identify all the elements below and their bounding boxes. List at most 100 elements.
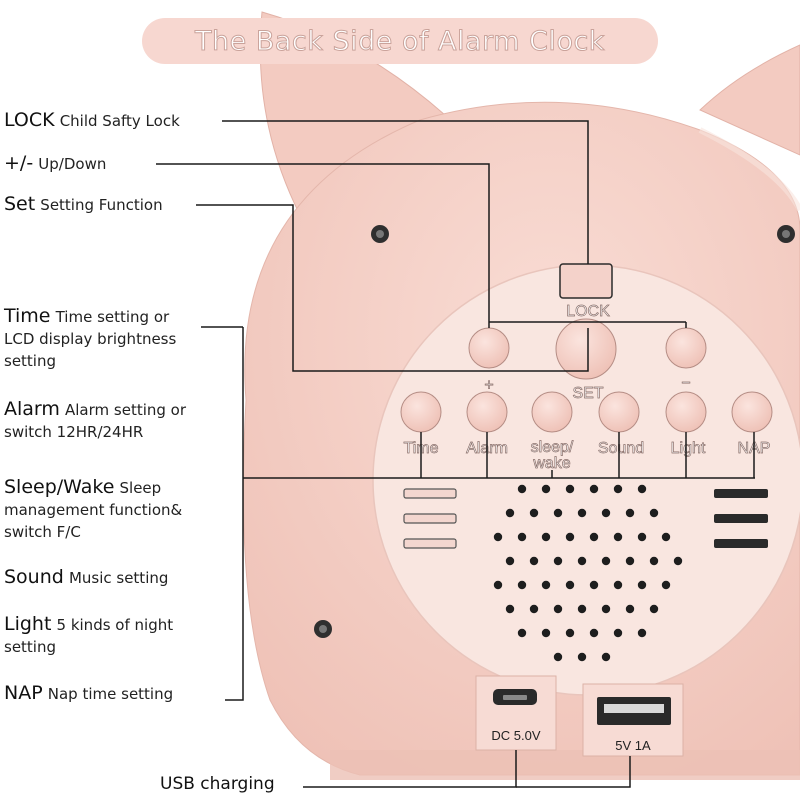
screw-icon [314,620,332,638]
sleep-label: sleep/ [531,439,574,456]
speaker-hole [565,628,575,638]
speaker-hole [565,580,575,590]
lock-label: LOCK [566,303,610,320]
sound-button[interactable] [598,391,640,433]
callout-key: Set [4,193,36,215]
callout-time: Time Time setting or LCD display brightn… [4,305,176,372]
screw-icon [371,225,389,243]
speaker-hole [517,628,527,638]
speaker-hole [601,508,611,518]
callout-desc: Nap time setting [47,685,174,703]
plus-label: + [484,377,493,394]
dc-port-panel [475,675,557,751]
callout-key: NAP [4,682,43,704]
speaker-hole [601,652,611,662]
callout-desc: Time setting or [55,308,170,326]
minus-label: − [681,375,690,392]
speaker-hole [625,556,635,566]
speaker-hole [673,556,683,566]
callout-lock: LOCK Child Safty Lock [4,109,180,132]
callout-alarm: Alarm Alarm setting or switch 12HR/24HR [4,398,186,443]
sound-label: Sound [598,440,644,457]
speaker-hole [529,556,539,566]
speaker-hole [529,604,539,614]
callout-desc: Child Safty Lock [59,112,180,130]
title-banner: The Back Side of Alarm Clock [142,18,658,64]
callout-desc: switch F/C [4,523,81,541]
speaker-hole [541,628,551,638]
speaker-hole [517,532,527,542]
speaker-hole [613,532,623,542]
speaker-hole [637,484,647,494]
speaker-hole [505,508,515,518]
speaker-hole [565,484,575,494]
wake-label: wake [532,455,570,472]
speaker-hole [553,652,563,662]
speaker-hole [553,508,563,518]
callout-desc: Music setting [68,569,169,587]
speaker-hole [613,628,623,638]
usb-port-label: 5V 1A [615,738,651,753]
callout-key: +/- [4,152,34,174]
callout-key: Alarm [4,398,60,420]
speaker-hole [661,532,671,542]
speaker-hole [601,604,611,614]
speaker-hole [565,532,575,542]
callout-desc: Setting Function [40,196,163,214]
callout-set: Set Setting Function [4,193,163,216]
light-button[interactable] [665,391,707,433]
callout-desc: Up/Down [38,155,107,173]
callout-key: Sound [4,566,64,588]
speaker-hole [493,532,503,542]
nap-button[interactable] [731,391,773,433]
speaker-hole [541,532,551,542]
left-vent [403,488,457,549]
callout-sound: Sound Music setting [4,566,168,589]
time-button[interactable] [400,391,442,433]
dc-port-label: DC 5.0V [491,728,540,743]
usb-charging-label: USB charging [160,774,275,794]
speaker-hole [613,484,623,494]
speaker-hole [637,532,647,542]
speaker-hole [577,556,587,566]
speaker-hole [637,580,647,590]
callout-nap: NAP Nap time setting [4,682,173,705]
speaker-hole [541,580,551,590]
callout-desc: setting [4,352,57,370]
alarm-button[interactable] [466,391,508,433]
set-button[interactable] [555,318,617,380]
speaker-hole [529,508,539,518]
set-label: SET [572,385,603,402]
sleep-wake-button[interactable] [531,391,573,433]
light-label: Light [671,440,706,457]
lock-switch[interactable] [559,263,613,299]
callout-sleep-wake: Sleep/Wake Sleep management function& sw… [4,476,182,543]
callout-desc: Sleep [119,479,162,497]
speaker-hole [505,556,515,566]
callout-light: Light 5 kinds of night setting [4,613,173,658]
callout-key: LOCK [4,109,55,131]
callout-desc: switch 12HR/24HR [4,423,144,441]
plus-button[interactable] [468,327,510,369]
speaker-grille [493,484,683,662]
right-vent [714,489,768,548]
speaker-hole [517,484,527,494]
base-foot [330,750,800,780]
speaker-hole [649,604,659,614]
speaker-hole [601,556,611,566]
speaker-hole [589,532,599,542]
speaker-hole [649,508,659,518]
right-ear [699,44,800,156]
callout-key: Time [4,305,51,327]
speaker-hole [517,580,527,590]
speaker-hole [637,628,647,638]
minus-button[interactable] [665,327,707,369]
callout-desc: setting [4,638,57,656]
screw-icon [777,225,795,243]
callout-desc: Alarm setting or [65,401,187,419]
speaker-hole [577,652,587,662]
callout-key: Sleep/Wake [4,476,115,498]
callout-key: Light [4,613,52,635]
speaker-hole [541,484,551,494]
